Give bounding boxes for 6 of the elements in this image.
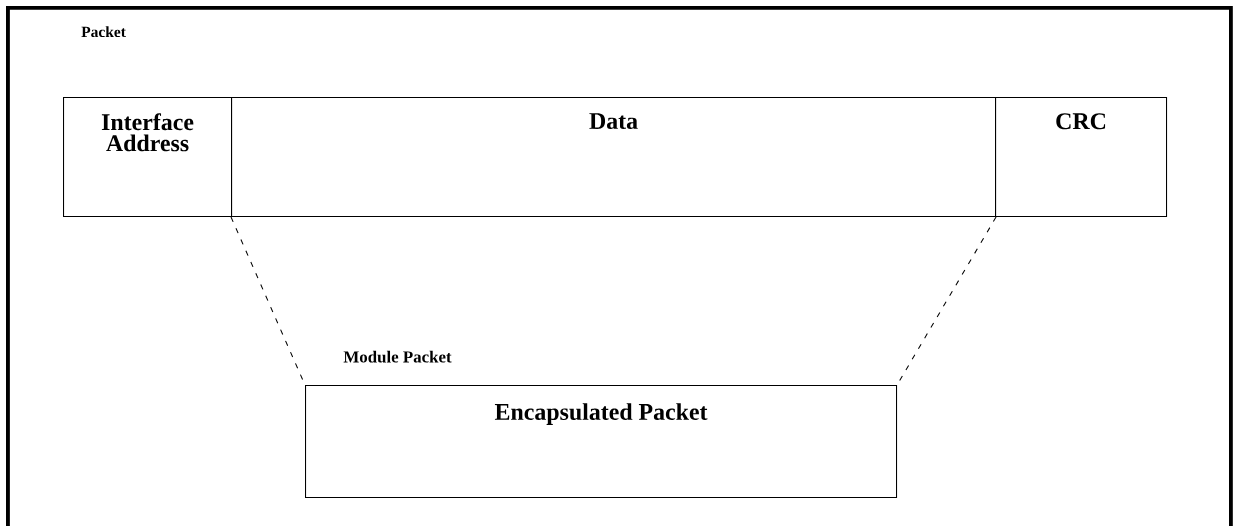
dashed-line — [230, 216, 306, 386]
packet-box: Module Packet Encapsulated Packet — [305, 350, 898, 499]
node-label: Module Packet — [343, 350, 452, 363]
field-box: Interface Address — [63, 97, 233, 218]
field-box: Data — [231, 97, 997, 218]
field-box: CRC — [995, 97, 1168, 218]
